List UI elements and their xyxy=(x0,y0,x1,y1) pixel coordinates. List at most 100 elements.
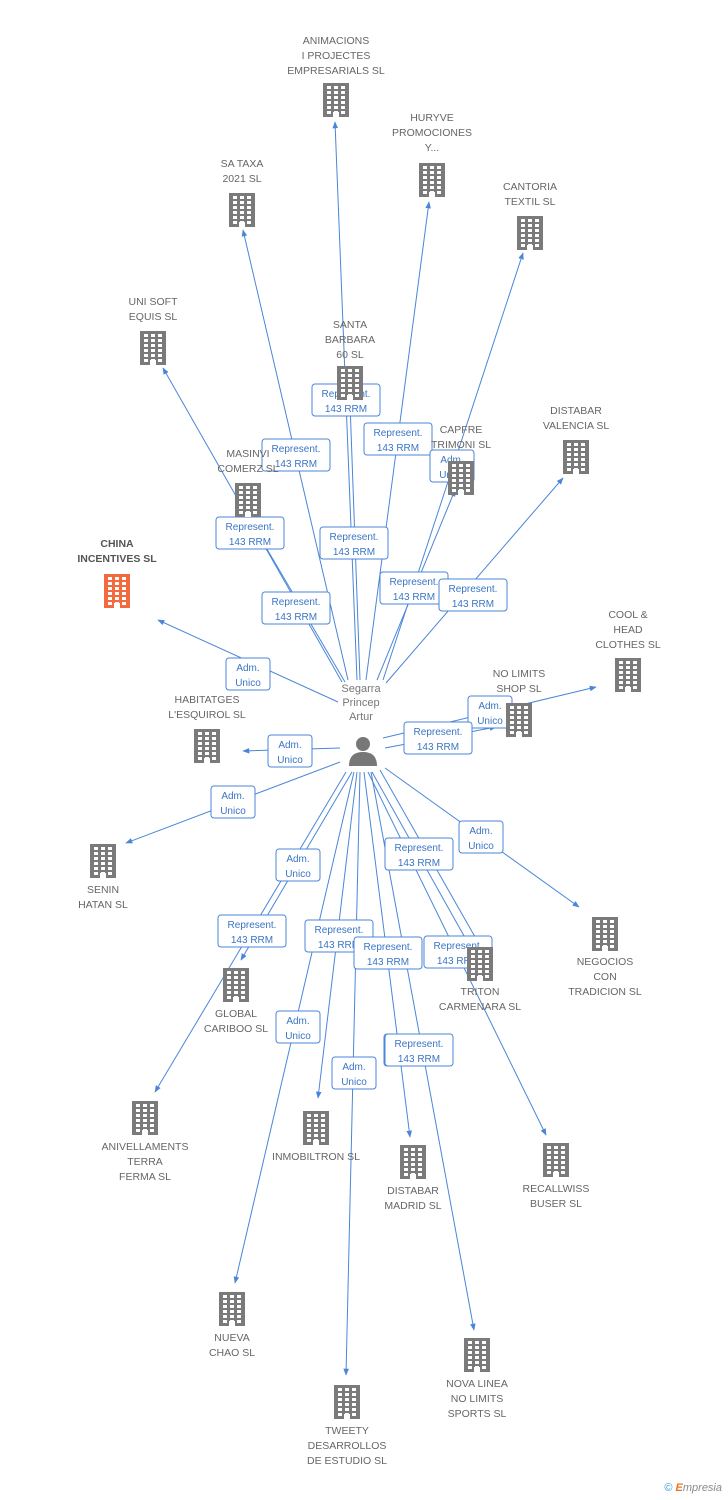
relation-label-triton[interactable]: Represent.143 RRM xyxy=(384,837,454,871)
relation-label-text: Represent. xyxy=(374,428,423,439)
relation-label-nueva[interactable]: Adm.Unico xyxy=(275,1010,321,1044)
company-name-line: ANIVELLAMENTS xyxy=(102,1141,189,1153)
building-icon xyxy=(337,366,363,400)
relation-label-china[interactable]: Adm.Unico xyxy=(225,657,271,691)
footer-brand: © Empresia xyxy=(664,1482,722,1494)
company-name-line: NOVA LINEA xyxy=(446,1378,508,1390)
person-name-line: Segarra xyxy=(341,683,381,695)
company-name-line: INCENTIVES SL xyxy=(77,553,157,565)
brand-initial: E xyxy=(675,1482,683,1494)
relation-label-text: 143 RRM xyxy=(229,537,271,548)
building-icon xyxy=(90,844,116,878)
relation-label-habitatges[interactable]: Adm.Unico xyxy=(267,734,313,768)
relation-label-huryve[interactable]: Represent.143 RRM xyxy=(363,422,433,456)
edge-labels-layer: Represent. 143 RRM Represent. 143 RRM Repres… xyxy=(210,383,513,1090)
building-icon xyxy=(194,729,220,763)
relation-label-text: Unico xyxy=(235,678,261,689)
relation-label-senin[interactable]: Adm.Unico xyxy=(210,785,256,819)
relation-label-masinvi[interactable]: Represent.143 RRM xyxy=(261,591,331,625)
company-name-line: CARMENARA SL xyxy=(439,1001,521,1013)
company-node-inmobiltron[interactable]: INMOBILTRON SL xyxy=(272,1111,360,1163)
company-name-line: CANTORIA xyxy=(503,181,557,193)
relation-label-text: Represent. xyxy=(390,577,439,588)
relation-label-text: Represent. xyxy=(395,843,444,854)
relation-label-text: Adm. xyxy=(440,455,463,466)
relation-label-unisoft[interactable]: Represent. 143 RRM xyxy=(215,516,285,550)
company-name-line: EMPRESARIALS SL xyxy=(287,65,385,77)
relation-label-novalinea[interactable]: Represent.143 RRM xyxy=(384,1033,454,1067)
building-icon xyxy=(140,331,166,365)
copyright-symbol: © xyxy=(664,1482,673,1494)
company-name-line: I PROJECTES xyxy=(302,50,371,62)
relation-label-text: Represent. xyxy=(364,942,413,953)
relation-label-coolhead[interactable]: Adm. Unico xyxy=(467,695,513,729)
building-icon xyxy=(334,1385,360,1419)
company-name-line: SANTA xyxy=(333,319,367,331)
relation-label-sataxa[interactable]: Represent.143 RRM xyxy=(261,438,331,472)
relation-label-text: Adm. xyxy=(278,740,301,751)
relation-label-text: 143 RRM xyxy=(325,404,367,415)
brand-name: mpresia xyxy=(682,1482,722,1494)
company-name-line: BARBARA xyxy=(325,334,375,346)
building-icon xyxy=(563,440,589,474)
relation-label-text: Represent. xyxy=(272,597,321,608)
company-name-line: CHAO SL xyxy=(209,1347,255,1359)
relation-label-distabarval[interactable]: Represent.143 RRM xyxy=(438,578,508,612)
relation-label-tweety[interactable]: Adm.Unico xyxy=(331,1056,377,1090)
building-icon xyxy=(323,83,349,117)
company-name-line: SPORTS SL xyxy=(448,1408,507,1420)
company-name-line: NEGOCIOS xyxy=(577,956,634,968)
relation-label-negocios[interactable]: Adm.Unico xyxy=(458,820,504,854)
relation-label-anivellaments[interactable]: Adm.Unico xyxy=(275,848,321,882)
relation-label-text: Adm. xyxy=(478,701,501,712)
building-icon xyxy=(303,1111,329,1145)
relation-label-global[interactable]: Represent.143 RRM xyxy=(217,914,287,948)
relation-label-box xyxy=(319,526,389,560)
company-name-line: INMOBILTRON SL xyxy=(272,1151,360,1163)
company-name-line: NO LIMITS xyxy=(493,668,546,680)
relation-label-text: Represent. xyxy=(395,1039,444,1050)
company-name-line: CLOTHES SL xyxy=(595,639,661,651)
building-icon xyxy=(543,1143,569,1177)
company-node-huryve[interactable]: HURYVEPROMOCIONESY... xyxy=(392,112,472,197)
relation-label-santabarbara[interactable]: Represent.143 RRM xyxy=(319,526,389,560)
relation-label-text: 143 RRM xyxy=(367,957,409,968)
relation-label-box xyxy=(353,936,423,970)
relation-label-recallwiss[interactable]: Represent. 143 RRM xyxy=(353,936,423,970)
relation-label-text: Represent. xyxy=(226,522,275,533)
relation-label-capfre[interactable]: Represent. 143 RRM xyxy=(379,571,449,605)
relation-label-text: 143 RRM xyxy=(393,592,435,603)
relation-label-box xyxy=(261,438,331,472)
relation-label-box xyxy=(261,591,331,625)
building-icon xyxy=(229,193,255,227)
relation-label-text: Unico xyxy=(477,716,503,727)
building-icon xyxy=(448,461,474,495)
relation-label-nolimits[interactable]: Represent.143 RRM xyxy=(403,721,473,755)
building-icon xyxy=(615,658,641,692)
company-name-line: HATAN SL xyxy=(78,899,128,911)
